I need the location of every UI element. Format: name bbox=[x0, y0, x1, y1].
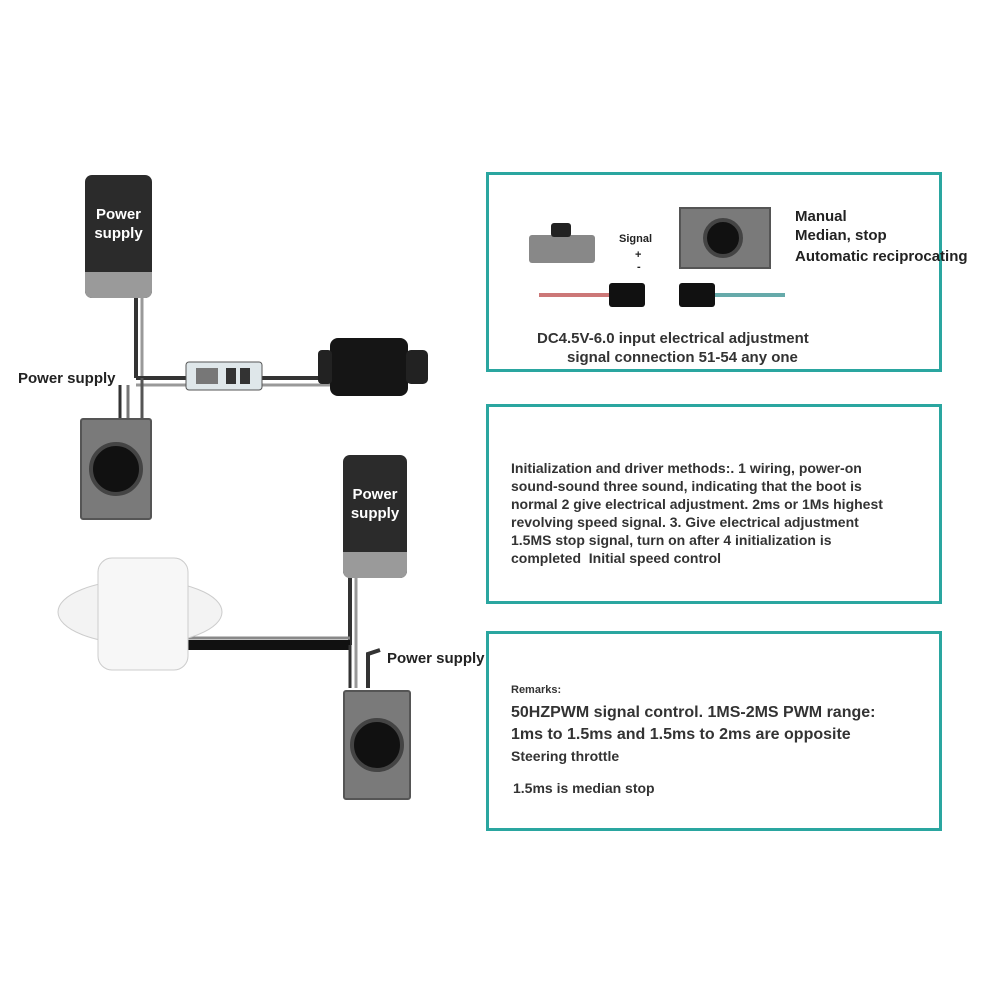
side-label-2: Power supply bbox=[387, 650, 485, 667]
motor-cap-left bbox=[318, 350, 332, 384]
init-line-1: Initialization and driver methods:. 1 wi… bbox=[511, 460, 862, 476]
mode-median: Median, stop bbox=[795, 227, 887, 244]
plug-icon-2 bbox=[679, 283, 715, 307]
esc-chip-3 bbox=[240, 368, 250, 384]
esc-plug-icon bbox=[551, 223, 571, 237]
knob-icon bbox=[350, 718, 404, 772]
remarks-line3: Steering throttle bbox=[511, 748, 620, 764]
motor-cap-right bbox=[406, 350, 428, 384]
init-text: Initialization and driver methods:. 1 wi… bbox=[511, 459, 883, 567]
minus-label: - bbox=[637, 261, 641, 273]
esc-chip bbox=[196, 368, 218, 384]
cable-blue bbox=[715, 293, 785, 297]
info-box-remarks: Remarks: 50HZPWM signal control. 1MS-2MS… bbox=[486, 631, 942, 831]
remarks-line2: 1ms to 1.5ms and 1.5ms to 2ms are opposi… bbox=[511, 726, 851, 743]
mode-manual: Manual bbox=[795, 208, 847, 225]
info-box-wiring: Signal + - Manual Median, stop Automatic… bbox=[486, 172, 968, 372]
power-supply-bottom-base bbox=[343, 552, 407, 578]
side-label-1: Power supply bbox=[18, 370, 116, 387]
power-supply-top-base bbox=[85, 272, 152, 298]
init-line-6: completed bbox=[511, 550, 582, 566]
init-trailing: Initial speed control bbox=[588, 550, 722, 566]
init-line-5: 1.5MS stop signal, turn on after 4 initi… bbox=[511, 532, 832, 548]
remarks-label: Remarks: bbox=[511, 684, 562, 696]
plus-label: + bbox=[635, 249, 642, 261]
controller-mini bbox=[679, 207, 771, 269]
knob-icon bbox=[703, 218, 743, 258]
controller-top bbox=[80, 418, 152, 520]
controller-bottom bbox=[343, 690, 411, 800]
caption-line1: DC4.5V-6.0 input electrical adjustment bbox=[537, 330, 809, 347]
esc-chip-2 bbox=[226, 368, 236, 384]
thruster-body bbox=[97, 557, 189, 671]
init-line-4: revolving speed signal. 3. Give electric… bbox=[511, 514, 859, 530]
plug-icon bbox=[609, 283, 645, 307]
power-supply-top: Power supply bbox=[85, 175, 152, 298]
power-supply-bottom-label: Power supply bbox=[350, 486, 400, 522]
power-supply-bottom: Power supply bbox=[343, 455, 407, 578]
caption-line2: signal connection 51-54 any one bbox=[567, 349, 798, 366]
motor-body bbox=[330, 338, 408, 396]
remarks-line4: 1.5ms is median stop bbox=[513, 780, 655, 796]
cable-red bbox=[539, 293, 609, 297]
wire-side-bottom bbox=[366, 648, 381, 688]
remarks-line1: 50HZPWM signal control. 1MS-2MS PWM rang… bbox=[511, 704, 876, 721]
init-line-2: sound-sound three sound, indicating that… bbox=[511, 478, 862, 494]
signal-label: Signal bbox=[619, 233, 653, 245]
esc-connector-icon bbox=[529, 235, 595, 263]
power-supply-top-label: Power supply bbox=[94, 206, 143, 242]
knob-icon bbox=[89, 442, 143, 496]
init-line-3: normal 2 give electrical adjustment. 2ms… bbox=[511, 496, 883, 512]
info-box-init: Initialization and driver methods:. 1 wi… bbox=[486, 404, 942, 604]
mode-auto: Automatic reciprocating bbox=[795, 248, 968, 265]
